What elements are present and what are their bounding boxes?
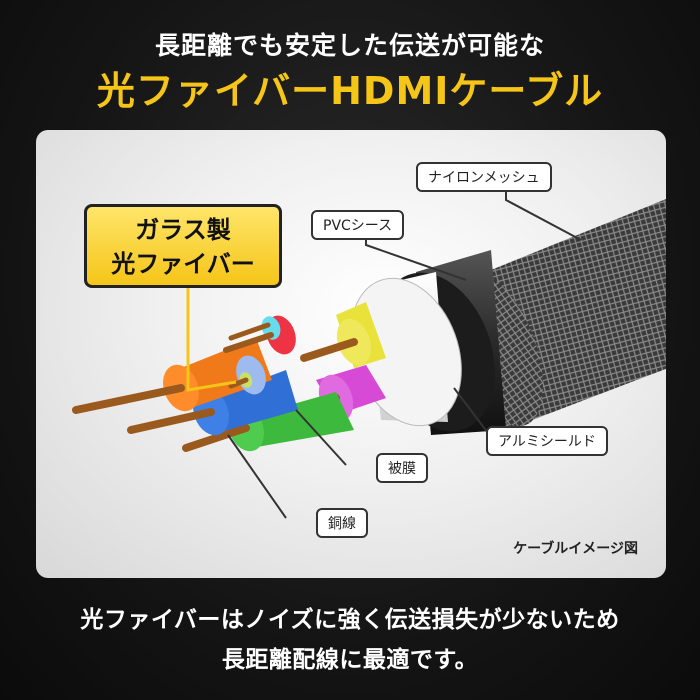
footer-line2: 長距離配線に最適です。 <box>221 647 479 673</box>
label-aluminum-shield: アルミシールド <box>486 426 608 456</box>
headline-subtitle: 長距離でも安定した伝送が可能な <box>154 31 545 60</box>
inner-wires <box>72 302 386 452</box>
footer-line1: 光ファイバーはノイズに強く伝送損失が少ないため <box>80 607 620 633</box>
fiber-label-line1: ガラス製 <box>135 216 231 244</box>
label-copper-wire: 銅線 <box>316 508 368 538</box>
cable-diagram-panel: ガラス製 光ファイバー ナイロンメッシュ PVCシース アルミシールド 被膜 銅… <box>36 130 666 578</box>
cable-illustration <box>72 190 666 519</box>
glass-fiber-label: ガラス製 光ファイバー <box>84 204 282 288</box>
label-nylon-mesh: ナイロンメッシュ <box>416 162 552 192</box>
label-pvc-sheath: PVCシース <box>311 210 405 240</box>
label-covering: 被膜 <box>376 453 428 483</box>
fiber-label-line2: 光ファイバー <box>111 250 255 278</box>
leader-lines <box>186 190 582 519</box>
headline-title: 光ファイバーHDMIケーブル <box>96 69 604 113</box>
image-caption: ケーブルイメージ図 <box>513 541 638 557</box>
